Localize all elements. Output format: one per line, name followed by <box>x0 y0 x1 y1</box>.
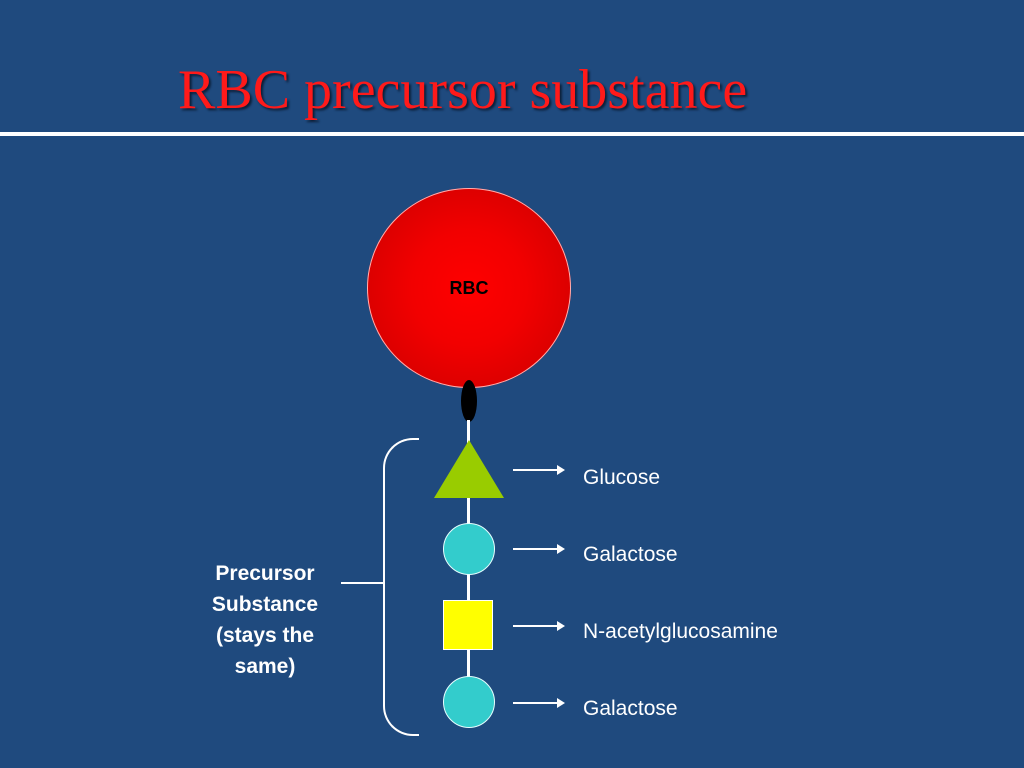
precursor-bracket <box>383 438 419 736</box>
arrow-n-acetylglucosamine <box>513 621 565 631</box>
arrow-glucose <box>513 465 565 475</box>
precursor-line-2: Substance <box>211 593 319 616</box>
arrow-galactose-1 <box>513 544 565 554</box>
galactose-circle-1 <box>443 523 495 575</box>
label-galactose-2: Galactose <box>583 697 678 720</box>
title-divider <box>0 132 1024 136</box>
galactose-circle-2 <box>443 676 495 728</box>
arrow-galactose-2 <box>513 698 565 708</box>
bracket-connector <box>341 582 384 584</box>
precursor-substance-label: Precursor Substance (stays the same) <box>196 558 334 682</box>
label-glucose: Glucose <box>583 466 661 489</box>
slide-title: RBC precursor substance <box>178 59 748 121</box>
precursor-line-4: same) <box>234 655 296 678</box>
n-acetylglucosamine-square <box>443 600 493 650</box>
rbc-label: RBC <box>449 278 489 298</box>
membrane-anchor <box>461 380 477 422</box>
label-galactose-1: Galactose <box>583 543 678 566</box>
rbc-cell: RBC <box>367 188 571 388</box>
label-n-acetylglucosamine: N-acetylglucosamine <box>583 620 778 643</box>
glucose-triangle <box>434 440 504 498</box>
precursor-line-1: Precursor <box>215 562 315 585</box>
precursor-line-3: (stays the <box>215 624 315 647</box>
